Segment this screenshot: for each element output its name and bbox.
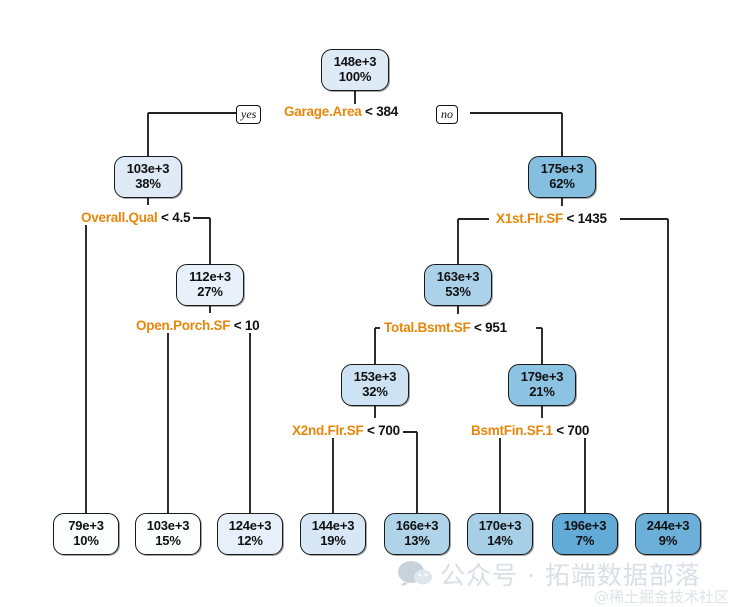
node-value: 244e+3 (646, 518, 690, 534)
split-condition-label: X1st.Flr.SF < 1435 (493, 211, 610, 226)
split-condition-label: BsmtFin.SF.1 < 700 (468, 423, 593, 438)
node-percentage: 12% (237, 533, 263, 548)
node-percentage: 15% (155, 533, 181, 548)
split-threshold: 700 (378, 423, 400, 438)
node-percentage: 21% (529, 384, 555, 399)
node-percentage: 10% (73, 533, 99, 548)
node-value: 103e+3 (146, 518, 190, 534)
node-value: 170e+3 (478, 518, 522, 534)
split-variable: Garage.Area (284, 104, 366, 119)
node-value: 166e+3 (395, 518, 439, 534)
node-value: 196e+3 (563, 518, 607, 534)
yes-branch-badge: yes (236, 105, 262, 124)
split-condition-label: Overall.Qual < 4.5 (78, 210, 194, 225)
split-threshold: 1435 (577, 211, 607, 226)
split-threshold: 951 (485, 320, 507, 335)
node-value: 175e+3 (540, 161, 584, 177)
node-percentage: 14% (487, 533, 513, 548)
split-variable: BsmtFin.SF.1 (471, 423, 557, 438)
node-value: 153e+3 (353, 369, 397, 385)
node-percentage: 38% (135, 176, 161, 191)
node-value: 179e+3 (520, 369, 564, 385)
split-operator: < (566, 211, 578, 226)
split-variable: Open.Porch.SF (136, 318, 234, 333)
split-threshold: 10 (244, 318, 260, 333)
split-threshold: 4.5 (172, 210, 191, 225)
split-operator: < (367, 423, 379, 438)
node-value: 112e+3 (189, 269, 231, 285)
node-percentage: 100% (338, 69, 372, 84)
no-branch-badge: no (436, 105, 458, 124)
split-operator: < (233, 318, 245, 333)
node-value: 79e+3 (68, 518, 104, 534)
split-variable: Overall.Qual (81, 210, 162, 225)
split-condition-label: X2nd.Flr.SF < 700 (289, 423, 403, 438)
split-operator: < (556, 423, 568, 438)
node-percentage: 9% (658, 533, 678, 548)
split-threshold: 384 (376, 104, 398, 119)
split-variable: X1st.Flr.SF (496, 211, 567, 226)
node-value: 124e+3 (228, 518, 272, 534)
split-condition-label: Garage.Area < 384 (281, 104, 401, 119)
node-percentage: 13% (404, 533, 430, 548)
node-percentage: 19% (320, 533, 346, 548)
node-percentage: 27% (197, 284, 223, 299)
split-threshold: 700 (567, 423, 590, 438)
node-value: 163e+3 (436, 269, 480, 285)
node-percentage: 7% (575, 533, 595, 548)
split-condition-label: Open.Porch.SF < 10 (133, 318, 263, 333)
node-percentage: 53% (445, 284, 471, 299)
node-percentage: 62% (549, 176, 575, 191)
split-condition-label: Total.Bsmt.SF < 951 (381, 320, 510, 335)
split-operator: < (474, 320, 486, 335)
node-value: 148e+3 (333, 54, 377, 70)
node-percentage: 32% (362, 384, 388, 399)
split-operator: < (365, 104, 377, 119)
split-operator: < (161, 210, 173, 225)
node-value: 103e+3 (126, 161, 170, 177)
split-variable: Total.Bsmt.SF (384, 320, 475, 335)
split-variable: X2nd.Flr.SF (292, 423, 368, 438)
node-value: 144e+3 (311, 518, 355, 534)
